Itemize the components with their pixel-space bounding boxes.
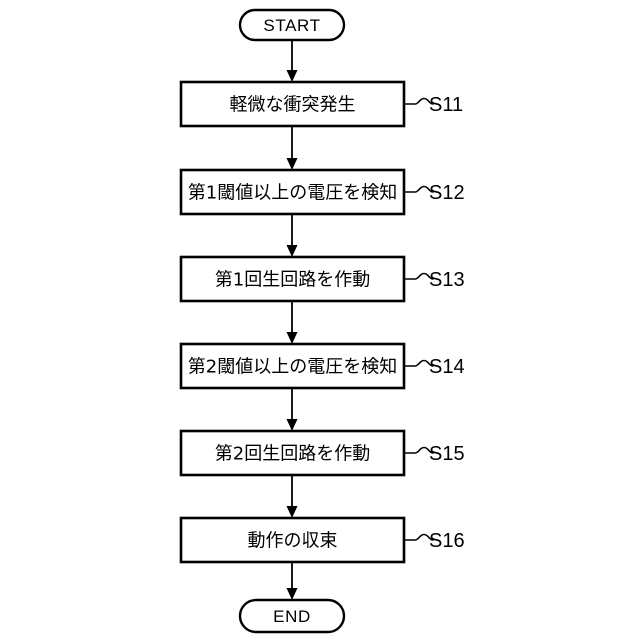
connector-s11-to-s12: [286, 126, 298, 170]
step-id-s13: S13: [429, 269, 465, 291]
process-node-s15: 第2回生回路を作動 S15: [179, 429, 465, 477]
step-id-s14: S14: [429, 356, 465, 378]
start-terminal: START: [238, 8, 346, 42]
process-node-s16: 動作の収束 S16: [179, 516, 465, 564]
end-terminal-label: END: [273, 607, 311, 626]
start-terminal-label: START: [263, 16, 320, 35]
process-node-s14: 第2閾値以上の電圧を検知 S14: [179, 342, 465, 390]
process-node-s11: 軽微な衝突発生 S11: [179, 80, 463, 128]
process-node-s13: 第1回生回路を作動 S13: [179, 255, 465, 303]
process-node-s15-label: 第2回生回路を作動: [215, 444, 370, 465]
process-node-s12: 第1閾値以上の電圧を検知 S12: [179, 168, 465, 216]
end-terminal: END: [238, 598, 346, 634]
connector-start-to-s11: [286, 40, 298, 82]
process-node-s14-label: 第2閾値以上の電圧を検知: [188, 357, 397, 378]
step-id-s16: S16: [429, 530, 465, 552]
process-node-s16-label: 動作の収束: [248, 531, 338, 552]
process-node-s13-label: 第1回生回路を作動: [215, 270, 370, 291]
step-id-s12: S12: [429, 182, 465, 204]
process-node-s12-label: 第1閾値以上の電圧を検知: [188, 183, 397, 204]
connector-s14-to-s15: [286, 388, 298, 431]
step-id-s15: S15: [429, 443, 465, 465]
connector-s15-to-s16: [286, 475, 298, 518]
process-node-s11-label: 軽微な衝突発生: [230, 95, 356, 116]
connector-s13-to-s14: [286, 301, 298, 344]
step-id-s11: S11: [429, 94, 463, 116]
connector-s12-to-s13: [286, 214, 298, 257]
connector-s16-to-end: [286, 562, 298, 600]
